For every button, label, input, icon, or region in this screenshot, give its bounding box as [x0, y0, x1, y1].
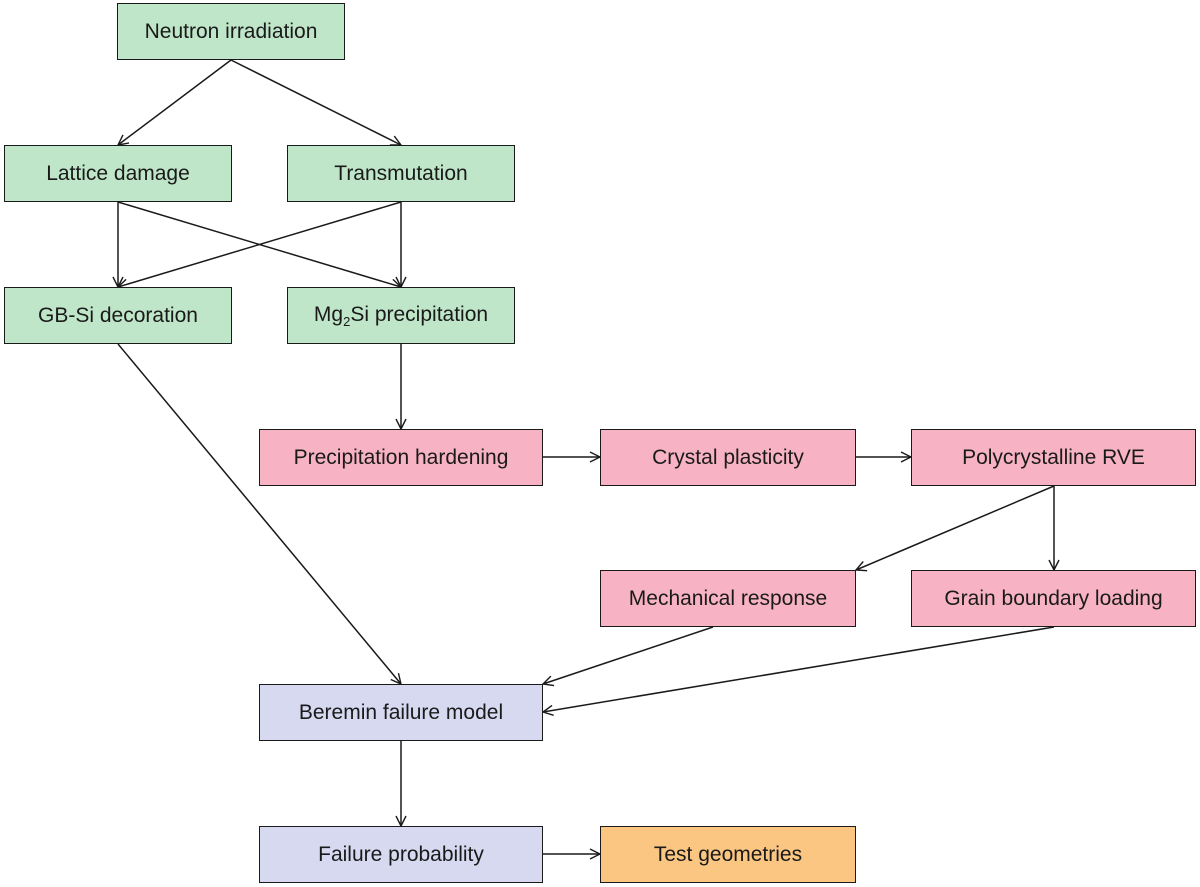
- arrow-edge: [117, 343, 401, 684]
- node-crystal-plasticity: Crystal plasticity: [600, 429, 856, 486]
- node-mechanical-response: Mechanical response: [600, 570, 856, 627]
- node-label: Crystal plasticity: [652, 445, 804, 469]
- node-label-subscript: 2: [343, 313, 351, 329]
- arrow-edge: [543, 626, 1055, 712]
- node-test-geometries: Test geometries: [600, 826, 856, 883]
- node-label: Neutron irradiation: [144, 19, 318, 43]
- node-failure-probability: Failure probability: [259, 826, 543, 883]
- arrow-edge: [118, 59, 232, 145]
- node-label: Test geometries: [653, 842, 803, 866]
- node-mg2si-precipitation: Mg2Si precipitation: [287, 287, 515, 344]
- node-label: Transmutation: [334, 161, 468, 185]
- node-label-prefix: Mg: [313, 302, 344, 326]
- node-label: Polycrystalline RVE: [962, 445, 1145, 469]
- node-lattice-damage: Lattice damage: [4, 145, 232, 202]
- node-label: Lattice damage: [46, 161, 190, 185]
- arrow-edge: [856, 485, 1055, 570]
- node-beremin-failure-model: Beremin failure model: [259, 684, 543, 741]
- node-label: Precipitation hardening: [293, 445, 509, 469]
- node-label: Mechanical response: [628, 586, 828, 610]
- arrow-edge: [543, 626, 714, 684]
- node-grain-boundary-loading: Grain boundary loading: [911, 570, 1196, 627]
- node-transmutation: Transmutation: [287, 145, 515, 202]
- node-polycrystalline-rve: Polycrystalline RVE: [911, 429, 1196, 486]
- node-label: Mg2Si precipitation: [314, 303, 488, 329]
- node-neutron-irradiation: Neutron irradiation: [117, 3, 345, 60]
- node-gb-si-decoration: GB-Si decoration: [4, 287, 232, 344]
- node-label: Grain boundary loading: [944, 586, 1163, 610]
- arrow-edge: [118, 201, 402, 287]
- node-precipitation-hardening: Precipitation hardening: [259, 429, 543, 486]
- node-label-suffix: Si precipitation: [350, 302, 489, 326]
- node-label: Beremin failure model: [298, 700, 504, 724]
- node-label: Failure probability: [318, 842, 484, 866]
- node-label: GB-Si decoration: [38, 303, 198, 327]
- arrow-edge: [230, 59, 401, 145]
